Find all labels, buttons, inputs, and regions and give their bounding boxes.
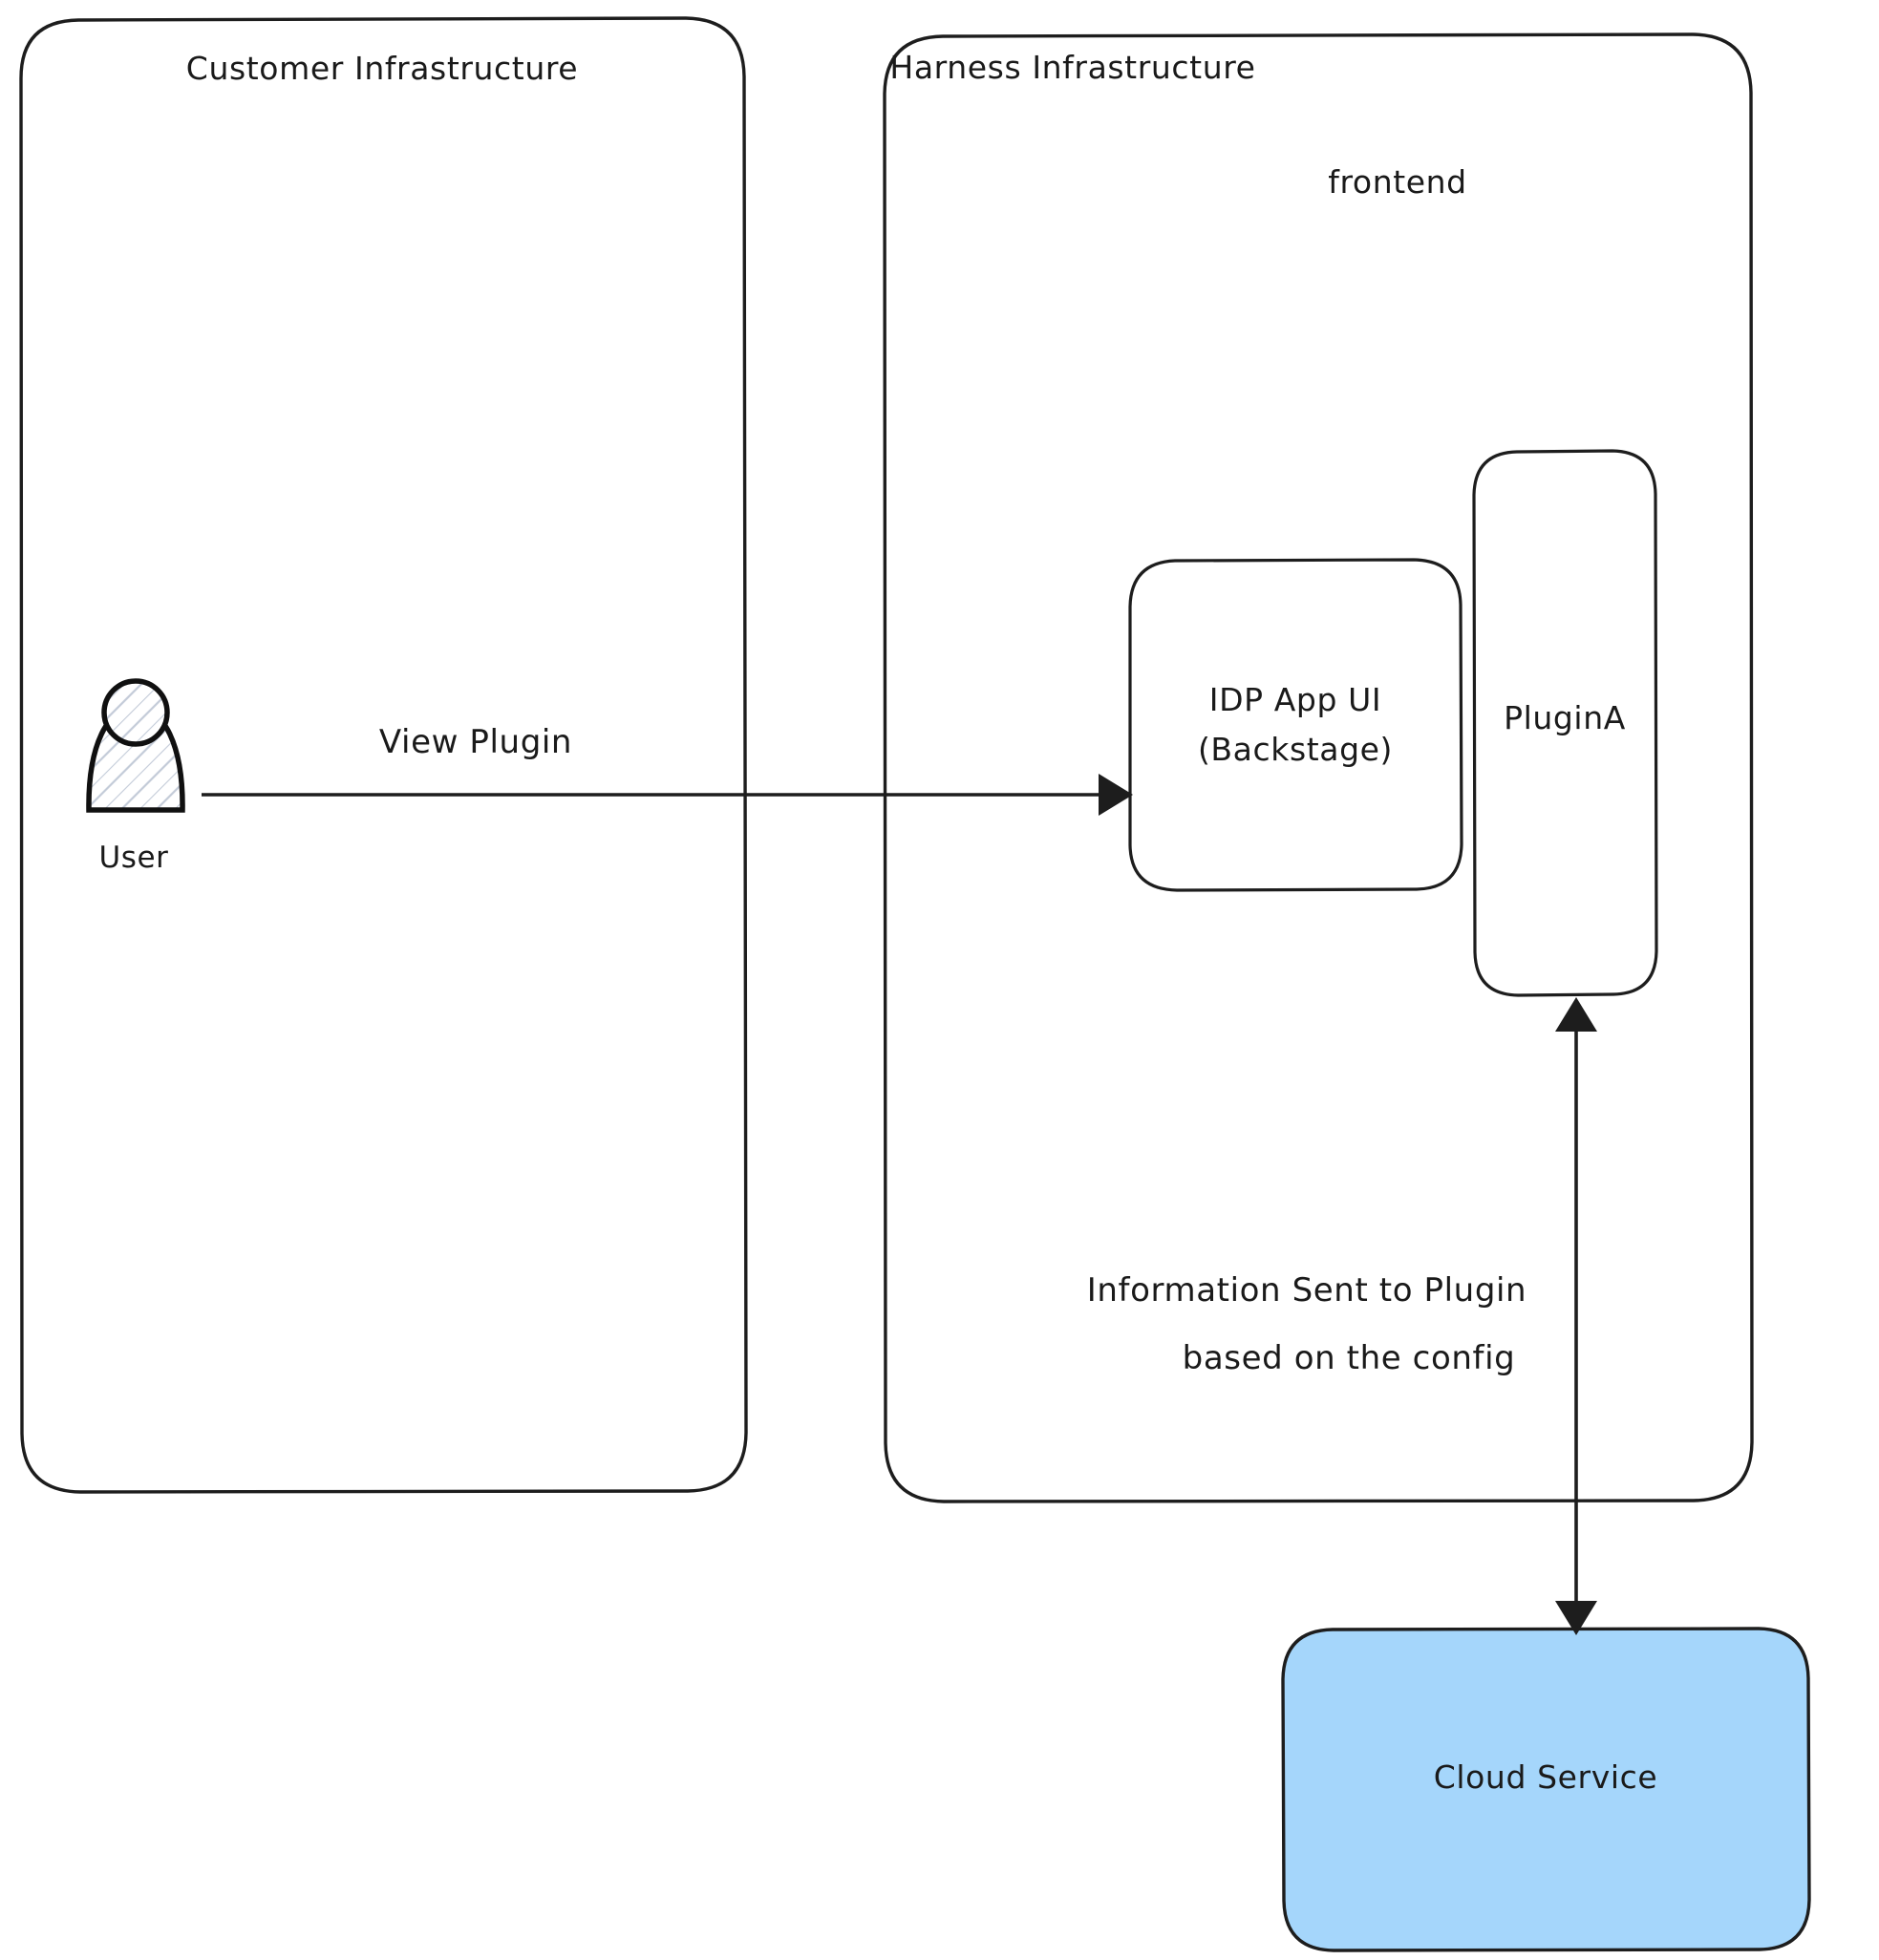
node-cloud-service[interactable]: Cloud Service — [1281, 1627, 1811, 1952]
actor-label-user: User — [98, 841, 168, 875]
edge-label-information-sent-line1: Information Sent to Plugin — [1087, 1271, 1527, 1310]
edge-label-view-plugin: View Plugin — [379, 723, 572, 761]
container-label-harness-infrastructure: Harness Infrastructure — [889, 49, 1255, 86]
container-customer-infrastructure: Customer Infrastructure — [19, 16, 748, 1494]
node-label-plugin-a: PluginA — [1504, 699, 1626, 736]
edge-label-information-sent-line2: based on the config — [1183, 1339, 1516, 1377]
edge-view-plugin: View Plugin — [202, 723, 1133, 816]
node-label-idp-app-ui-line2: (Backstage) — [1198, 731, 1393, 768]
node-idp-app-ui[interactable]: IDP App UI (Backstage) — [1128, 558, 1463, 892]
edge-information-sent-to-plugin: Information Sent to Plugin based on the … — [1087, 997, 1597, 1635]
actor-user[interactable]: User — [86, 678, 185, 875]
container-label-customer-infrastructure: Customer Infrastructure — [186, 50, 578, 87]
node-label-cloud-service: Cloud Service — [1434, 1758, 1658, 1796]
node-label-idp-app-ui-line1: IDP App UI — [1209, 681, 1381, 718]
node-plugin-a[interactable]: PluginA — [1472, 449, 1658, 997]
group-label-frontend: frontend — [1328, 163, 1466, 201]
